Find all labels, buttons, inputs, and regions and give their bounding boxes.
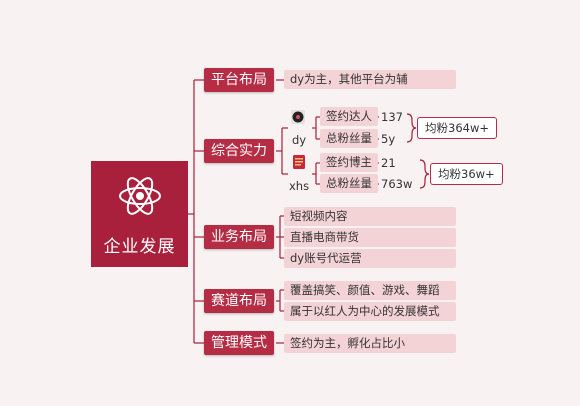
leaf-account-operation: dy账号代运营 [284,249,456,268]
root-title: 企业发展 [103,237,176,257]
red-book-icon [293,155,305,169]
dy-signed-talent: 签约达人 [320,107,378,126]
leaf-genre-coverage: 覆盖搞笑、颜值、游戏、舞蹈等 [284,281,456,316]
dy-total-fans: 总粉丝量 [320,129,378,148]
leaf-short-video: 短视频内容 [284,207,456,226]
leaf-live-commerce: 直播电商带货 [284,228,456,247]
xhs-total-fans-value: 763w [381,177,413,191]
leaf-signing-main: 签约为主，孵化占比小 [284,334,456,353]
dy-total-fans-value: 5y [381,132,396,146]
root-node: 企业发展 [91,161,188,267]
platform-dy-label: dy [292,133,307,147]
xhs-average-fans: 均粉36w+ [430,163,503,185]
atom-icon [119,177,161,215]
branch-business-layout: 业务布局 [204,225,274,249]
xhs-signed-blogger-value: 21 [381,156,396,170]
branch-management-mode: 管理模式 [204,331,274,355]
xhs-signed-blogger: 签约博主 [320,153,378,172]
leaf-platform-main: dy为主，其他平台为辅 [284,70,456,89]
leaf-influencer-model: 属于以红人为中心的发展模式 [284,302,456,321]
xhs-total-fans: 总粉丝量 [320,174,378,193]
branch-overall-strength: 综合实力 [204,139,274,163]
platform-xhs-label: xhs [289,179,310,193]
dy-signed-talent-value: 137 [381,110,403,124]
dy-average-fans: 均粉364w+ [417,117,497,139]
branch-track-layout: 赛道布局 [204,289,274,313]
vinyl-record-icon [291,110,305,124]
branch-platform-layout: 平台布局 [204,68,274,92]
